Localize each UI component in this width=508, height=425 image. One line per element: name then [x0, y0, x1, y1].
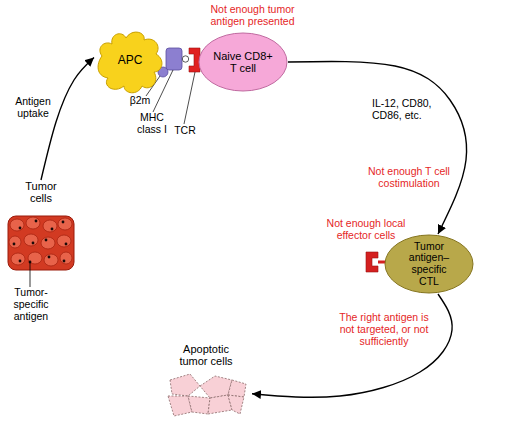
antigen-dot — [51, 228, 54, 231]
cell-node: Naive CD8+ T cell — [198, 32, 288, 92]
tcr-receptor — [189, 48, 200, 72]
edge-label: Antigen uptake — [10, 96, 56, 120]
antigen-dot — [48, 256, 51, 259]
tumor-cell — [11, 253, 25, 265]
cycle-arrow — [41, 58, 94, 181]
apoptotic-cell — [228, 395, 244, 414]
antigen-dot — [63, 260, 66, 263]
tumor-cell — [57, 235, 71, 247]
antigen-peptide — [182, 56, 188, 62]
node-text: Tumor cells — [21, 180, 61, 205]
cell-ellipse — [385, 235, 473, 293]
node-text: Naive CD8+ T cell — [211, 50, 275, 75]
apoptotic-cell — [200, 376, 232, 398]
antigen-dot — [65, 243, 68, 246]
antigen-dot — [19, 227, 22, 230]
apoptotic-cells — [168, 374, 246, 416]
apoptotic-cell — [228, 380, 246, 397]
node-text: Tumor antigen–specific CTL — [404, 241, 454, 288]
illustration-node: Tumor cells — [5, 180, 77, 272]
tumor-cell — [24, 234, 38, 246]
tumor-cell — [43, 220, 57, 232]
cycle-arrow — [252, 294, 452, 397]
leader-line — [184, 72, 195, 124]
tumor-cell — [9, 236, 21, 248]
cell-node: APC — [94, 26, 166, 96]
node-text: Apoptotic tumor cells — [175, 343, 237, 368]
cell-node: Tumor antigen–specific CTL — [384, 234, 474, 294]
tumor-cell — [41, 237, 55, 249]
tumor-cell — [10, 219, 24, 231]
antigen-label: Tumor-specific antigen — [8, 287, 54, 322]
edge-label: IL-12, CD80, CD86, etc. — [372, 98, 442, 122]
mhc-molecule — [166, 48, 182, 70]
tumor-cell — [26, 217, 40, 229]
antigen-dot — [19, 260, 22, 263]
tissue-background — [8, 216, 74, 270]
apoptotic-cell — [170, 374, 200, 396]
leader-line — [30, 262, 31, 287]
antigen-dots — [13, 220, 68, 264]
molecule-label: MHC class I — [132, 112, 172, 136]
problem-note: Not enough tumor antigen presented — [200, 4, 305, 28]
tumor-cell — [44, 254, 58, 266]
tumor-tissue — [8, 216, 74, 287]
molecule-label: β2m — [126, 95, 154, 107]
apoptotic-cell — [188, 396, 210, 414]
cell-ellipse — [199, 33, 287, 91]
antigen-dot — [62, 221, 65, 224]
tcr-receptor — [366, 252, 378, 272]
problem-note: Not enough local effector cells — [322, 218, 410, 242]
antigen-dot — [32, 242, 35, 245]
apoptotic-cell — [208, 395, 232, 414]
cycle-arrow — [288, 61, 467, 234]
node-text: APC — [118, 54, 143, 67]
antigen-dot — [45, 239, 48, 242]
problem-note: Not enough T cell costimulation — [366, 166, 452, 190]
antigen-dot — [13, 243, 16, 246]
molecule-label: TCR — [170, 125, 200, 137]
problem-note: The right antigen is not targeted, or no… — [335, 312, 433, 347]
tumor-cell — [58, 218, 72, 230]
antigen-dot — [35, 220, 38, 223]
apc-blob — [98, 32, 162, 93]
tumor-cell — [60, 252, 72, 264]
illustration-node: Apoptotic tumor cells — [160, 343, 252, 421]
tumor-cells — [9, 217, 72, 266]
